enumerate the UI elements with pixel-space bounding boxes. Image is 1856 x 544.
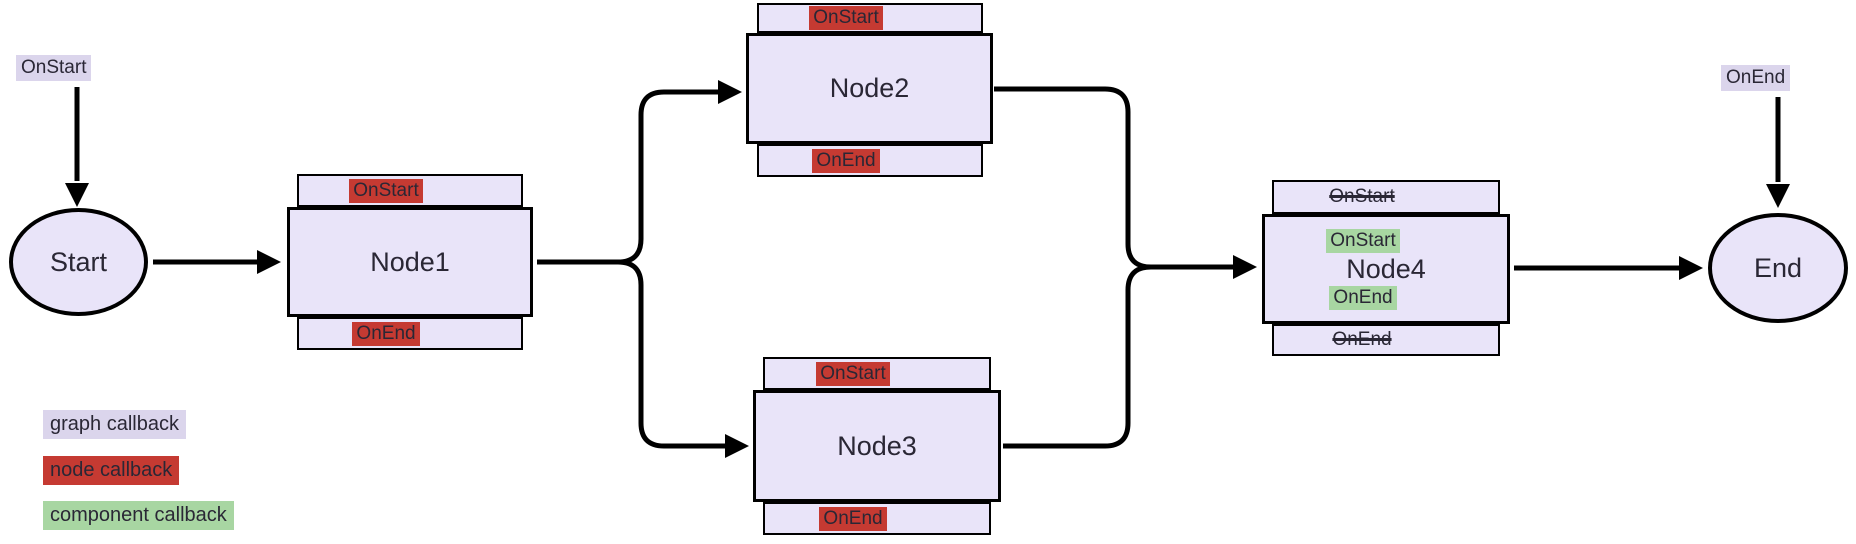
legend-item-component-callback: component callback (43, 501, 234, 530)
arrowhead-node1-to-node3 (725, 434, 749, 458)
node1-onstart-strip: OnStart (297, 174, 523, 207)
graph-onend-label: OnEnd (1721, 65, 1791, 91)
node3-onstart-label: OnStart (816, 361, 890, 386)
arrowhead-graph-onend (1766, 184, 1790, 208)
node1-onend-strip: OnEnd (297, 317, 523, 350)
node3-onend-label: OnEnd (819, 506, 887, 531)
node4-graph-onstart-strip: OnStart (1272, 180, 1500, 214)
arrowhead-node4-to-end (1679, 256, 1703, 280)
node4-component-onstart-label: OnStart (1326, 228, 1400, 253)
node2-onstart-strip: OnStart (757, 3, 983, 33)
node1-box: Node1 (287, 207, 533, 317)
start-node: Start (9, 208, 148, 316)
node4-graph-onstart-label: OnStart (1329, 186, 1395, 207)
arrowhead-graph-onstart (65, 183, 89, 207)
start-node-label: Start (49, 246, 108, 277)
node2-name: Node2 (829, 73, 910, 103)
node3-box: Node3 (753, 390, 1001, 502)
node4-graph-onend-strip: OnEnd (1272, 324, 1500, 356)
node3-name: Node3 (837, 430, 917, 461)
node2-onend-label: OnEnd (812, 148, 880, 173)
legend-item-node-callback: node callback (43, 456, 180, 485)
arrowhead-merge-to-node4 (1233, 255, 1257, 279)
end-node-label: End (1753, 252, 1803, 283)
node4-graph-onend-label: OnEnd (1332, 329, 1392, 350)
node4-name: Node4 (1346, 253, 1426, 284)
node4-component-onend-label: OnEnd (1329, 285, 1397, 310)
arrowhead-start-to-node1 (257, 250, 281, 274)
legend-item-graph-callback: graph callback (43, 410, 186, 439)
edge-node1-to-node2 (617, 89, 718, 265)
edge-node3-to-merge (1003, 264, 1152, 449)
edge-node1-to-node3 (617, 259, 725, 449)
node2-onstart-label: OnStart (809, 6, 883, 30)
node3-onend-strip: OnEnd (763, 502, 991, 535)
node2-onend-strip: OnEnd (757, 144, 983, 177)
node1-onend-label: OnEnd (352, 321, 420, 346)
node1-onstart-label: OnStart (349, 178, 423, 203)
edge-node2-to-merge (994, 86, 1152, 270)
legend-node-callback-label: node callback (43, 456, 180, 485)
node1-name: Node1 (370, 246, 450, 277)
legend-graph-callback-label: graph callback (43, 410, 186, 439)
node3-onstart-strip: OnStart (763, 357, 991, 390)
arrowhead-node1-to-node2 (718, 80, 742, 104)
node2-box: Node2 (746, 33, 993, 144)
graph-onstart-label: OnStart (16, 55, 92, 81)
node4-box: OnStart Node4 OnEnd (1262, 214, 1510, 324)
end-node: End (1708, 213, 1848, 323)
legend-component-callback-label: component callback (43, 501, 234, 530)
